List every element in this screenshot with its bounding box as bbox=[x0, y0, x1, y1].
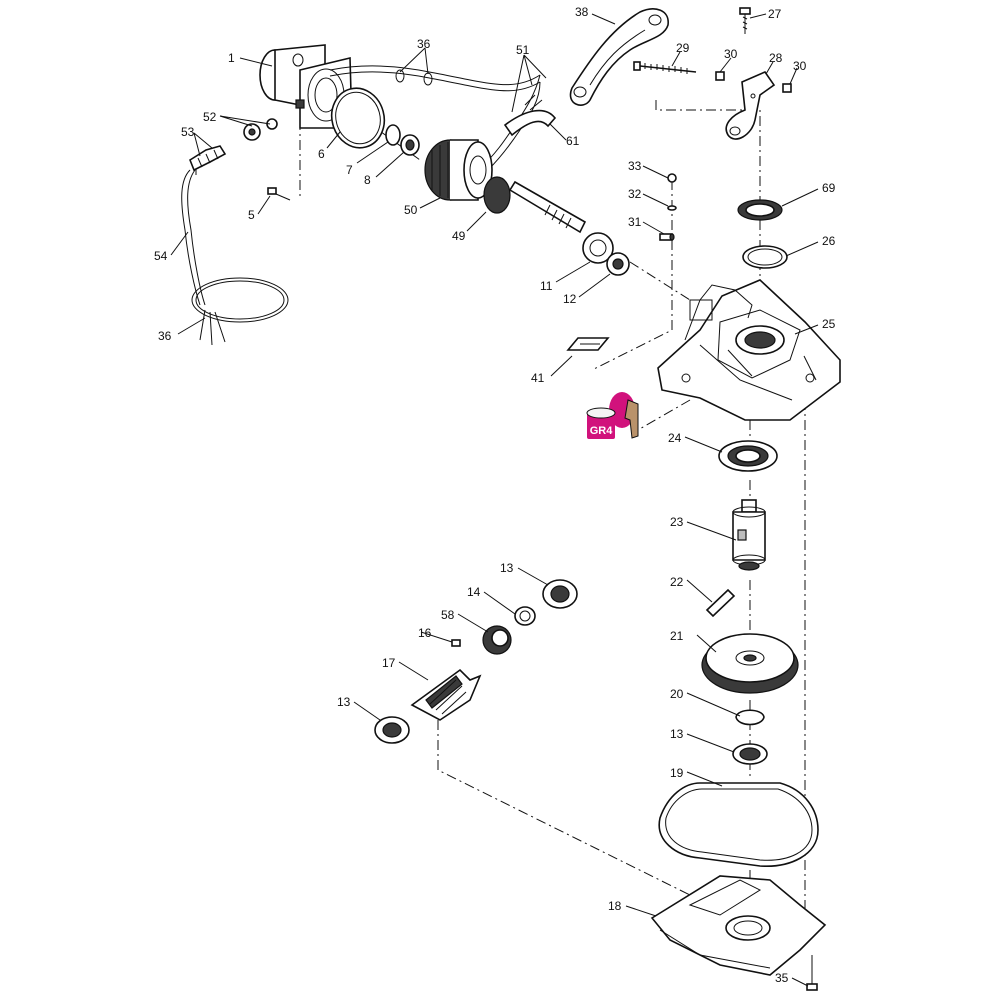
key-16 bbox=[451, 639, 461, 647]
lever-bracket bbox=[725, 71, 776, 140]
callout-69: 69 bbox=[822, 181, 836, 195]
cable-coil bbox=[191, 277, 289, 346]
callout-7: 7 bbox=[346, 163, 353, 177]
callout-29: 29 bbox=[676, 41, 690, 55]
bearing-13-lower bbox=[732, 743, 768, 765]
kit-badge-label: GR4 bbox=[590, 425, 614, 437]
callout-41: 41 bbox=[531, 371, 545, 385]
callout-36-b: 36 bbox=[158, 329, 172, 343]
callout-35: 35 bbox=[775, 971, 789, 985]
callout-20: 20 bbox=[670, 687, 684, 701]
callout-36: 36 bbox=[417, 37, 431, 51]
cable-sleeve bbox=[503, 109, 557, 137]
screw-35 bbox=[806, 955, 818, 991]
callout-22: 22 bbox=[670, 575, 684, 589]
callout-23: 23 bbox=[670, 515, 684, 529]
rotor bbox=[424, 139, 493, 201]
callout-61: 61 bbox=[566, 134, 580, 148]
power-cable bbox=[181, 169, 201, 306]
screw-5 bbox=[267, 187, 291, 201]
callout-33: 33 bbox=[628, 159, 642, 173]
callout-14: 14 bbox=[467, 585, 481, 599]
callout-28: 28 bbox=[769, 51, 783, 65]
callout-26: 26 bbox=[822, 234, 836, 248]
screw-27 bbox=[739, 7, 751, 34]
bolt-29 bbox=[633, 61, 697, 74]
callout-24: 24 bbox=[668, 431, 682, 445]
ring-26 bbox=[742, 245, 788, 269]
callout-21: 21 bbox=[670, 629, 684, 643]
pinion-gear-58 bbox=[482, 625, 512, 655]
callout-54: 54 bbox=[154, 249, 168, 263]
callout-52: 52 bbox=[203, 110, 217, 124]
callout-19: 19 bbox=[670, 766, 684, 780]
base-gasket bbox=[658, 782, 819, 867]
callout-25: 25 bbox=[822, 317, 836, 331]
callout-1: 1 bbox=[228, 51, 235, 65]
spur-gear bbox=[701, 633, 799, 694]
label-plate bbox=[566, 337, 610, 351]
callout-leaders bbox=[170, 13, 819, 987]
seal-69 bbox=[737, 199, 783, 221]
callout-13-b: 13 bbox=[337, 695, 351, 709]
gearbox-housing bbox=[657, 279, 841, 421]
motor-gasket bbox=[330, 87, 386, 149]
nut bbox=[782, 83, 792, 93]
bearing-24 bbox=[718, 440, 778, 472]
base-plate bbox=[650, 875, 827, 976]
bearing-11 bbox=[582, 232, 614, 264]
callout-30-b: 30 bbox=[793, 59, 807, 73]
callout-11: 11 bbox=[540, 279, 553, 293]
callout-50: 50 bbox=[404, 203, 418, 217]
callout-30: 30 bbox=[724, 47, 738, 61]
bearing-12 bbox=[606, 252, 630, 276]
callout-27: 27 bbox=[768, 7, 782, 21]
callout-13-c: 13 bbox=[670, 727, 684, 741]
pin-22 bbox=[705, 588, 736, 618]
callout-labels: 1 36 51 38 27 29 30 28 30 52 53 6 7 8 61… bbox=[154, 5, 836, 985]
o-ring bbox=[385, 124, 401, 146]
callout-12: 12 bbox=[563, 292, 577, 306]
callout-16: 16 bbox=[418, 626, 432, 640]
callout-53: 53 bbox=[181, 125, 195, 139]
callout-8: 8 bbox=[364, 173, 371, 187]
output-shaft bbox=[732, 499, 766, 571]
callout-49: 49 bbox=[452, 229, 466, 243]
callout-13: 13 bbox=[500, 561, 514, 575]
kit-badge: GR4 bbox=[586, 392, 639, 439]
callout-17: 17 bbox=[382, 656, 396, 670]
breather-stack bbox=[659, 173, 677, 241]
worm-gear-17 bbox=[410, 668, 482, 721]
motor bbox=[259, 44, 353, 129]
callout-31: 31 bbox=[628, 215, 642, 229]
callout-58: 58 bbox=[441, 608, 455, 622]
callout-6: 6 bbox=[318, 147, 325, 161]
callout-18: 18 bbox=[608, 899, 622, 913]
worm-shaft bbox=[483, 176, 587, 234]
callout-5: 5 bbox=[248, 208, 255, 222]
bearing-13-upper bbox=[542, 579, 578, 609]
callout-38: 38 bbox=[575, 5, 589, 19]
link-arm bbox=[569, 8, 669, 106]
connector-53 bbox=[189, 145, 227, 172]
circlip bbox=[735, 709, 765, 726]
callout-32: 32 bbox=[628, 187, 642, 201]
spacer-14 bbox=[514, 606, 536, 626]
nut bbox=[715, 71, 725, 81]
callout-51: 51 bbox=[516, 43, 530, 57]
bearing-13-left bbox=[374, 716, 410, 744]
